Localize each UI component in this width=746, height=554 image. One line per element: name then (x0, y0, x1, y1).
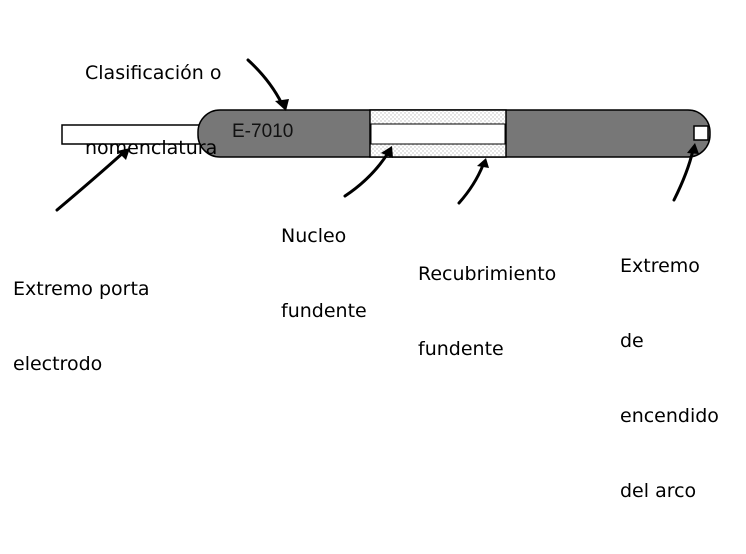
arrow-recubrimiento (457, 163, 485, 205)
electrode-drawing (55, 58, 711, 212)
arrow-clasificacion (246, 58, 284, 106)
core-wire (370, 123, 506, 145)
arrowhead-clasificacion (275, 99, 289, 111)
label-nucleo-line-1: Nucleo (281, 225, 347, 247)
arrow-porta (55, 150, 126, 212)
label-recubrimiento: Recubrimiento fundente (418, 212, 556, 412)
flux-top (371, 111, 505, 124)
label-extremo-encendido-line-4: del arco (620, 480, 697, 502)
label-recubrimiento-line-2: fundente (418, 338, 504, 360)
flux-bottom (371, 144, 505, 156)
arrowhead-recubrimiento (477, 158, 489, 168)
label-nucleo: Nucleo fundente (281, 174, 367, 374)
label-extremo-encendido-line-1: Extremo (620, 255, 700, 277)
striking-end (693, 125, 709, 141)
label-extremo-porta: Extremo porta electrodo (13, 227, 150, 427)
label-clasificacion: Clasificación o nomenclatura (85, 11, 221, 211)
arrowhead-extremo (687, 143, 699, 154)
electrode-diagram: E-7010 Clasificación o nomenclatura Extr… (13, 11, 719, 502)
arrowhead-porta (117, 148, 130, 160)
label-recubrimiento-line-1: Recubrimiento (418, 263, 557, 285)
label-nucleo-line-2: fundente (281, 300, 367, 322)
arrow-extremo (672, 148, 695, 202)
arrow-nucleo (343, 151, 390, 198)
label-extremo-encendido-line-3: encendido (620, 405, 719, 427)
arrowhead-nucleo (381, 146, 393, 158)
classification-code: E-7010 (232, 121, 294, 142)
label-extremo-porta-line-2: electrodo (13, 353, 103, 375)
label-extremo-encendido: Extremo de encendido del arco (620, 204, 719, 554)
label-extremo-porta-line-1: Extremo porta (13, 278, 150, 300)
label-extremo-encendido-line-2: de (620, 330, 644, 352)
label-clasificacion-line-2: nomenclatura (85, 137, 218, 159)
label-clasificacion-line-1: Clasificación o (85, 62, 222, 84)
